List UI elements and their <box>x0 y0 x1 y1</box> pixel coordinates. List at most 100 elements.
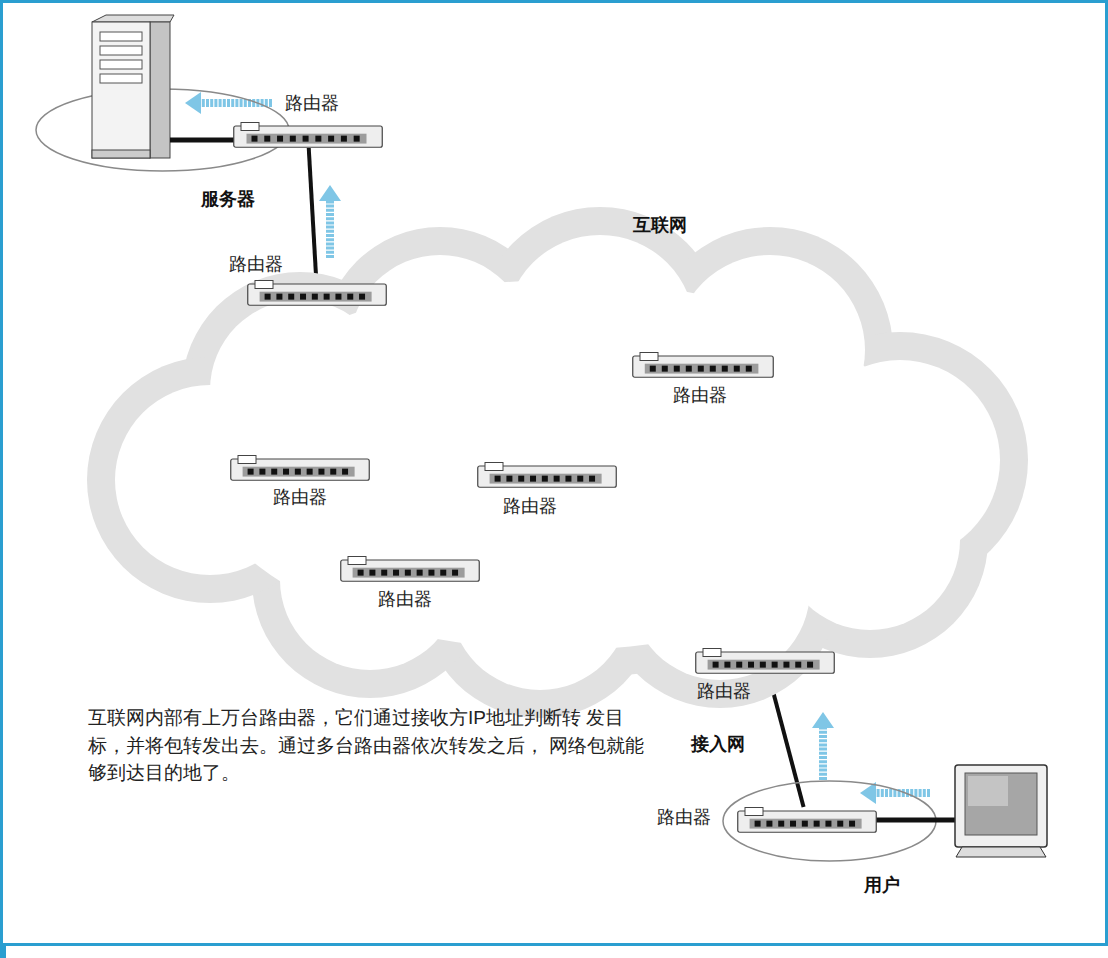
router-port <box>565 476 571 482</box>
router-strip <box>260 292 372 302</box>
cloud-inner <box>350 255 530 435</box>
router-port <box>802 821 808 827</box>
router-port <box>248 469 254 475</box>
group-heading: 用户 <box>864 875 900 897</box>
router-port <box>271 469 277 475</box>
router-tab <box>745 808 763 816</box>
router-port <box>589 476 595 482</box>
router: 路由器 <box>247 280 387 306</box>
router-port <box>814 821 820 827</box>
router-port <box>277 136 283 142</box>
router-port <box>778 821 784 827</box>
router-port <box>724 662 730 668</box>
router-icon <box>695 648 835 674</box>
router-icon <box>230 455 370 481</box>
router-port <box>452 570 458 576</box>
router-port <box>347 294 353 300</box>
router-port <box>341 136 347 142</box>
router-port <box>307 469 313 475</box>
arrow-head <box>812 712 834 728</box>
router-tab <box>238 456 256 464</box>
arrow-body <box>326 201 334 258</box>
router-strip <box>750 819 862 829</box>
router-port <box>335 294 341 300</box>
router-port <box>358 570 364 576</box>
router-port <box>393 570 399 576</box>
network-link <box>309 148 317 280</box>
router-port <box>722 366 728 372</box>
router-port <box>542 476 548 482</box>
router-port <box>342 469 348 475</box>
router-port <box>300 294 306 300</box>
group-heading: 互联网 <box>633 215 687 237</box>
router-port <box>837 821 843 827</box>
router-label: 路由器 <box>673 385 727 407</box>
flow-arrow <box>860 782 930 804</box>
router-port <box>265 294 271 300</box>
router-port <box>849 821 855 827</box>
router-port <box>825 821 831 827</box>
router-port <box>746 366 752 372</box>
router-port <box>288 294 294 300</box>
router-label: 路由器 <box>273 487 327 509</box>
router-port <box>748 662 754 668</box>
router-port <box>650 366 656 372</box>
router-port <box>318 469 324 475</box>
router-port <box>734 366 740 372</box>
router-label: 路由器 <box>503 496 557 518</box>
user-group: 用户路由器 <box>722 780 937 862</box>
server-group: 服务器路由器 <box>35 88 290 172</box>
router-port <box>554 476 560 482</box>
router-icon <box>632 352 774 378</box>
router: 路由器 <box>477 462 617 488</box>
device-illustration <box>876 765 1047 857</box>
router-port <box>315 136 321 142</box>
flow-arrow <box>812 712 834 780</box>
arrow-head <box>860 782 876 804</box>
router-port <box>328 136 334 142</box>
router-port <box>417 570 423 576</box>
router-port <box>428 570 434 576</box>
cloud-inner <box>505 235 695 425</box>
router-port <box>290 136 296 142</box>
arrow-body <box>201 99 272 107</box>
router-port <box>295 469 301 475</box>
internet-cloud: 互联网路由器路由器路由器路由器路由器路由器 <box>70 170 1040 730</box>
router-port <box>252 136 258 142</box>
frame-mark <box>0 945 6 958</box>
router-icon <box>737 807 877 833</box>
router-tab <box>703 649 721 657</box>
router: 路由器 <box>632 352 774 378</box>
router-port <box>662 366 668 372</box>
cloud-inner <box>450 510 630 690</box>
router-port <box>369 570 375 576</box>
arrow-head <box>185 92 201 114</box>
arrow-head <box>319 185 341 201</box>
router-port <box>440 570 446 576</box>
router-port <box>795 662 801 668</box>
router-port <box>312 294 318 300</box>
router-tab <box>255 281 273 289</box>
router-strip <box>645 364 759 374</box>
router-label: 路由器 <box>378 589 432 611</box>
router-port <box>674 366 680 372</box>
router-strip <box>243 467 355 477</box>
router: 路由器 <box>230 455 370 481</box>
router-icon <box>247 280 387 306</box>
router-port <box>405 570 411 576</box>
router-port <box>354 136 360 142</box>
router-port <box>783 662 789 668</box>
router-port <box>530 476 536 482</box>
device-illustration <box>92 15 234 158</box>
router-port <box>518 476 524 482</box>
router-tab <box>348 557 366 565</box>
router-icon <box>233 122 383 148</box>
router-port <box>736 662 742 668</box>
router-strip <box>353 568 465 578</box>
router-port <box>698 366 704 372</box>
router-label: 路由器 <box>229 254 283 276</box>
router-port <box>713 662 719 668</box>
router-port <box>760 662 766 668</box>
router-port <box>359 294 365 300</box>
